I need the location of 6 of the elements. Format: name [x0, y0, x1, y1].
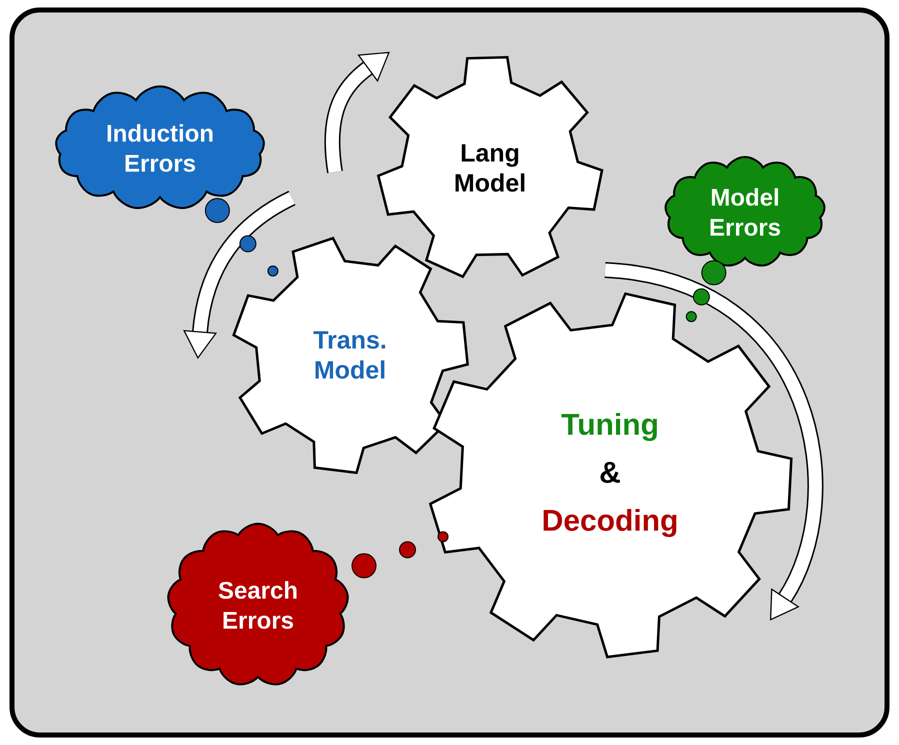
gear: Trans. Model: [232, 236, 469, 474]
thought-cloud: Search Errors: [167, 522, 349, 686]
thought-cloud: Model Errors: [664, 156, 826, 267]
gear: Tuning & Decoding: [428, 292, 793, 658]
thought-cloud: Induction Errors: [55, 85, 265, 209]
gear: Lang Model: [376, 56, 604, 278]
